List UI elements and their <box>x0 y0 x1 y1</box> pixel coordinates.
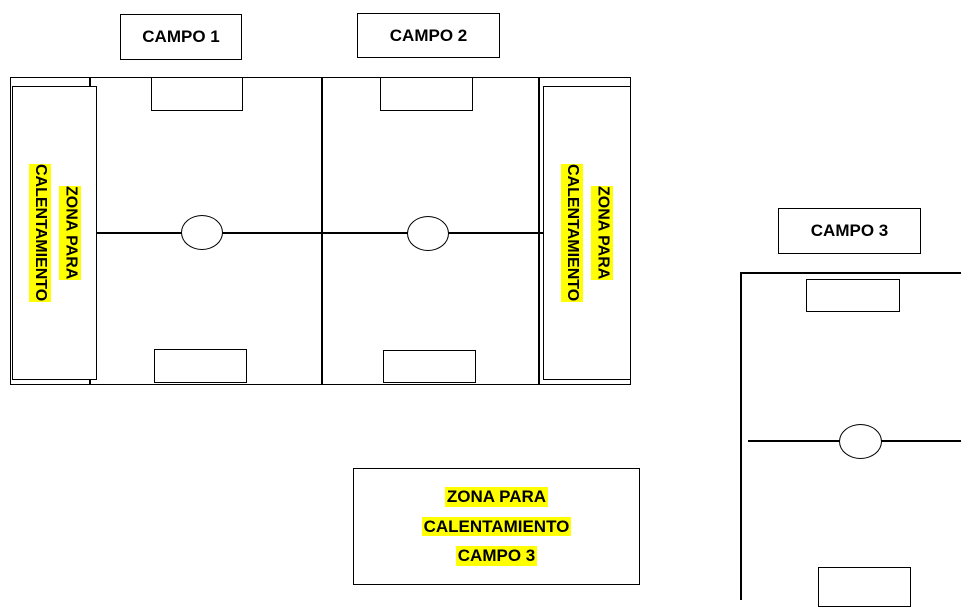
goal-area-field-2-bottom <box>383 350 476 383</box>
goal-area-campo-3-bottom <box>818 567 911 607</box>
warmup-right-line2: CALENTAMIENTO <box>560 164 583 302</box>
goal-area-field-1-bottom <box>154 349 247 383</box>
warmup-zone-left <box>12 86 97 380</box>
goal-area-campo-3-top <box>806 279 900 312</box>
campo-3-top-edge <box>740 272 961 274</box>
warmup-zone-right-text: ZONA PARA CALENTAMIENTO <box>546 90 628 376</box>
campo-3-label: CAMPO 3 <box>778 208 921 254</box>
warmup-zone-right <box>543 86 631 380</box>
center-circle-field-1 <box>181 215 223 250</box>
fields-divider <box>321 77 323 385</box>
warmup-left-line1: ZONA PARA <box>59 186 82 280</box>
field-1-left-edge-bottom <box>89 379 91 385</box>
center-circle-campo-3 <box>839 424 882 459</box>
warmup-campo3-line2: CALENTAMIENTO <box>421 516 572 537</box>
campo-2-text: CAMPO 2 <box>389 25 468 45</box>
halfway-line-main <box>97 232 543 234</box>
field-1-left-edge <box>89 77 91 87</box>
goal-area-field-2-top <box>380 77 473 111</box>
campo-3-left-edge <box>740 272 742 600</box>
campo-3-text: CAMPO 3 <box>810 221 889 240</box>
field-2-right-edge <box>538 77 540 385</box>
warmup-zone-campo-3-text: ZONA PARA CALENTAMIENTO CAMPO 3 <box>353 468 640 585</box>
campo-2-label: CAMPO 2 <box>357 13 500 58</box>
warmup-zone-left-text: ZONA PARA CALENTAMIENTO <box>14 90 96 376</box>
goal-area-field-1-top <box>151 77 243 111</box>
campo-1-label: CAMPO 1 <box>120 14 242 60</box>
main-fields-outline <box>10 77 631 385</box>
warmup-left-line2: CALENTAMIENTO <box>28 164 51 302</box>
campo-1-text: CAMPO 1 <box>142 27 220 46</box>
warmup-campo3-line1: ZONA PARA <box>444 487 549 507</box>
warmup-right-line1: ZONA PARA <box>591 186 614 280</box>
center-circle-field-2 <box>407 216 449 251</box>
warmup-campo3-line3: CAMPO 3 <box>455 546 538 566</box>
